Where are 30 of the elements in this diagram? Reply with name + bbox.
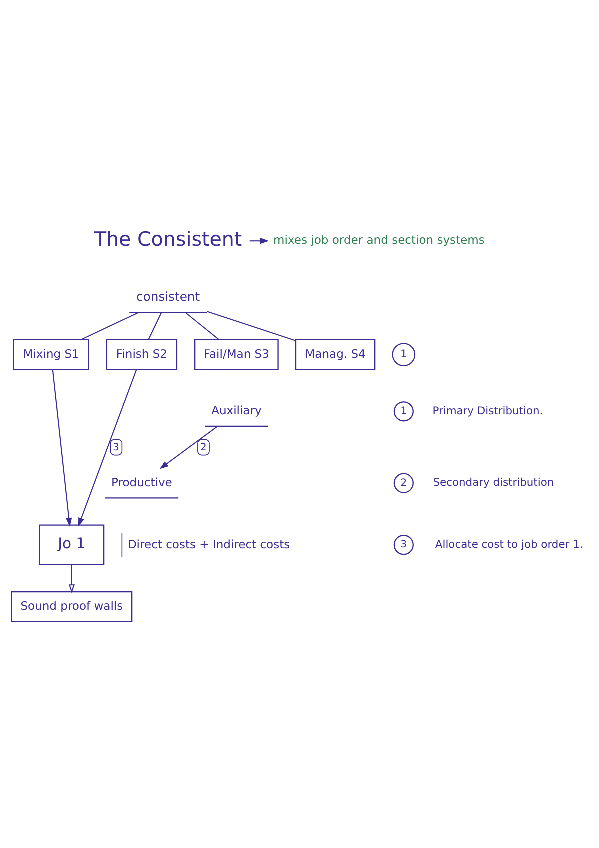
node-box: Manag. S4 <box>295 339 376 370</box>
node-text: consistent <box>136 290 200 304</box>
arrow <box>78 370 138 527</box>
node-circle: 2 <box>394 473 414 494</box>
node-circle: 3 <box>394 535 414 556</box>
node-text: Productive <box>112 475 172 490</box>
node-text: mixes job order and section systems <box>274 233 485 248</box>
node-text: Auxiliary <box>212 404 262 418</box>
connector <box>186 312 220 340</box>
node-box: Finish S2 <box>106 339 178 370</box>
node-text: The Consistent <box>94 228 242 252</box>
node-label: Direct costs + Indirect costs <box>128 538 290 552</box>
edge-label: 2 <box>200 442 207 454</box>
node-box: Sound proof walls <box>11 591 133 622</box>
arrow <box>68 564 75 594</box>
connector <box>80 312 139 340</box>
edge-label: 3 <box>113 442 120 454</box>
node-box: Jo 1 <box>39 524 105 566</box>
arrow <box>52 370 72 527</box>
connector <box>148 312 162 340</box>
arrow <box>250 238 270 244</box>
node-circle: 1 <box>394 402 414 422</box>
node-circle: 1 <box>392 343 416 366</box>
node-box: Fail/Man S3 <box>194 339 279 370</box>
arrow <box>160 426 218 470</box>
node-label: Primary Distribution. <box>432 404 544 418</box>
node-label: Secondary distribution <box>433 476 554 490</box>
connector <box>206 311 296 342</box>
node-box: Mixing S1 <box>13 339 90 370</box>
node-label: Allocate cost to job order 1. <box>435 538 584 551</box>
